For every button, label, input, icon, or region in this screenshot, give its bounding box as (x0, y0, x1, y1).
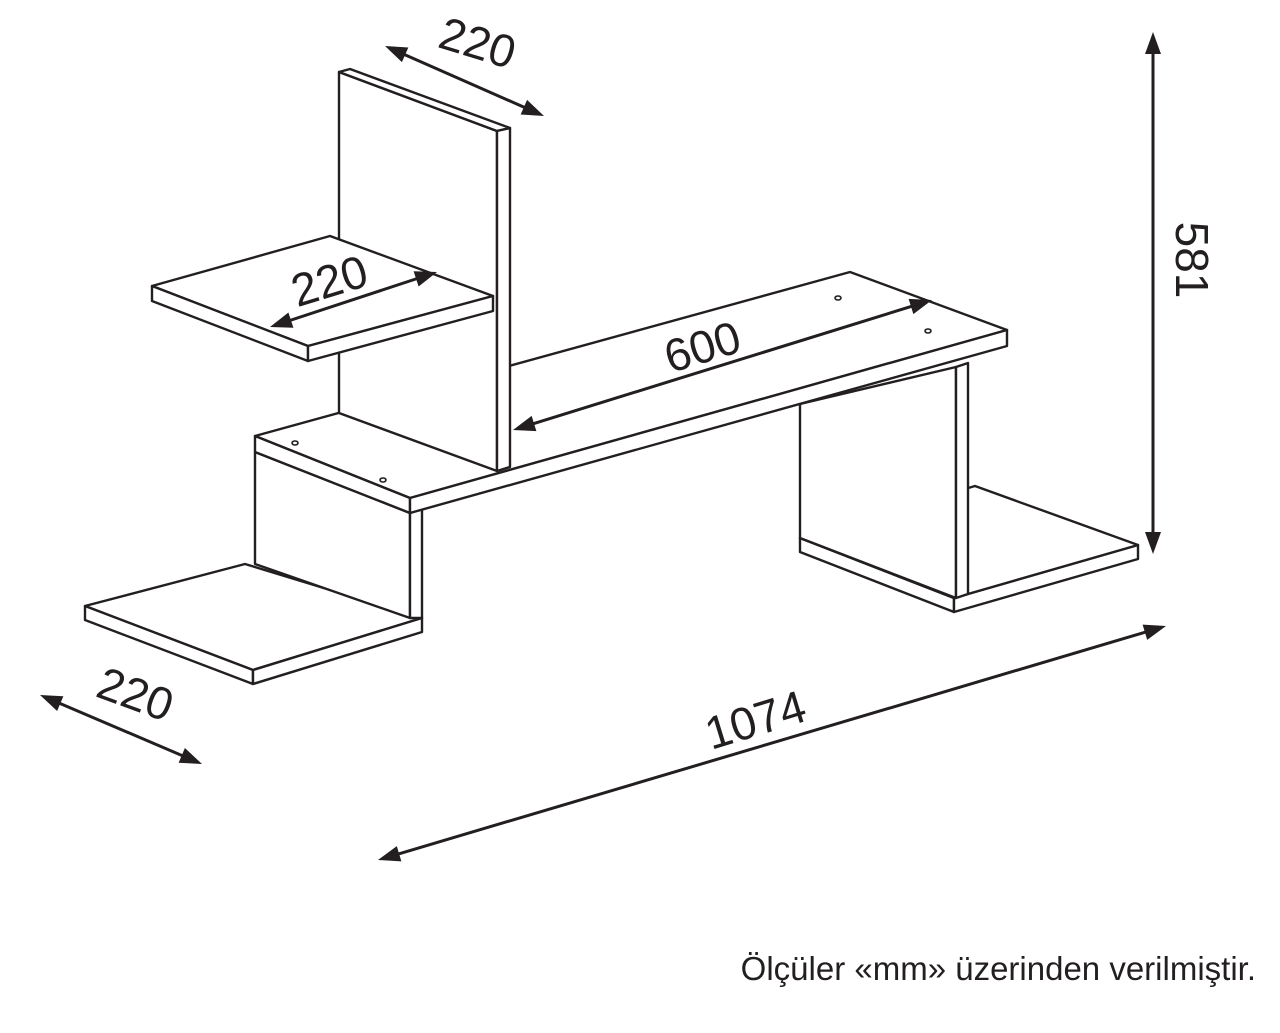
dimension-line (55, 700, 187, 759)
arrow-head (1145, 532, 1161, 554)
screw-holes (291, 295, 932, 483)
dimension-arrow-upper-shelf-depth (270, 271, 437, 328)
screw-hole (924, 328, 932, 334)
upper-left-shelf (150, 234, 495, 363)
arrow-head (40, 695, 64, 711)
dimension-line (529, 303, 916, 427)
label-top-depth: 220 (433, 7, 522, 79)
arrow-head (1145, 32, 1161, 54)
measurement-unit-note: Ölçüler «mm» üzerinden verilmiştir. (740, 950, 1256, 987)
screw-hole (291, 440, 299, 446)
label-total-height: 581 (1166, 222, 1218, 299)
arrow-head (378, 846, 402, 862)
label-bottom-depth: 220 (91, 656, 181, 731)
right-vertical-leg (798, 361, 970, 600)
arrow-head (178, 748, 202, 764)
arrow-head (520, 99, 544, 116)
dimension-line (400, 51, 529, 111)
arrow-head (908, 298, 932, 315)
dimension-line (394, 629, 1150, 857)
dimension-arrow-bottom-depth (40, 695, 202, 764)
arrow-head (1142, 624, 1166, 640)
dimension-arrow-main-shelf-length (513, 298, 932, 432)
dimension-line (286, 276, 421, 323)
screw-hole (379, 477, 387, 483)
dimension-arrow-total-width (378, 624, 1166, 862)
arrow-head (513, 415, 537, 432)
arrow-head (385, 46, 409, 63)
dimension-arrow-total-height (1145, 32, 1161, 554)
arrow-head (270, 312, 294, 328)
screw-hole (834, 295, 842, 301)
dimension-arrow-top-depth (385, 46, 544, 116)
arrow-head (413, 271, 437, 287)
